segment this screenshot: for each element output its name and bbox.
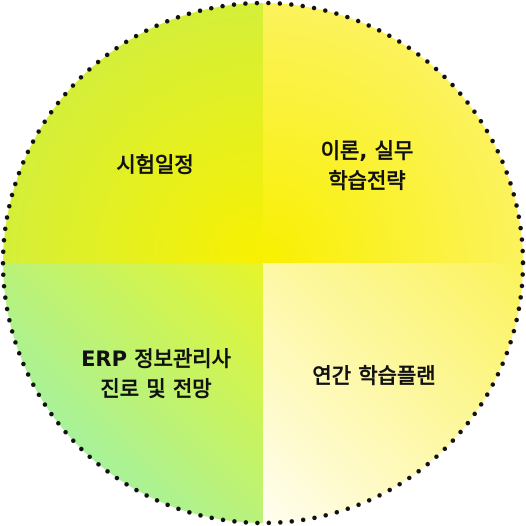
quadrant-bottom-right-label: 연간 학습플랜 (312, 361, 435, 391)
quadrant-bottom-left-label: ERP 정보관리사 진로 및 전망 (81, 344, 231, 404)
label-line: 진로 및 전망 (100, 377, 212, 401)
label-line: 이론, 실무 (320, 139, 414, 163)
label-line: 시험일정 (116, 153, 194, 177)
quadrant-top-right-label: 이론, 실무 학습전략 (321, 136, 414, 196)
quadrant-top-right-fill (263, 3, 523, 263)
quadrant-top-left-label: 시험일정 (116, 150, 193, 180)
label-line: 학습전략 (328, 169, 406, 193)
label-line: ERP 정보관리사 (81, 347, 231, 371)
quadrant-top-left-fill (3, 3, 263, 263)
label-line: 연간 학습플랜 (312, 364, 436, 388)
quadrant-bottom-right-fill (263, 263, 523, 523)
